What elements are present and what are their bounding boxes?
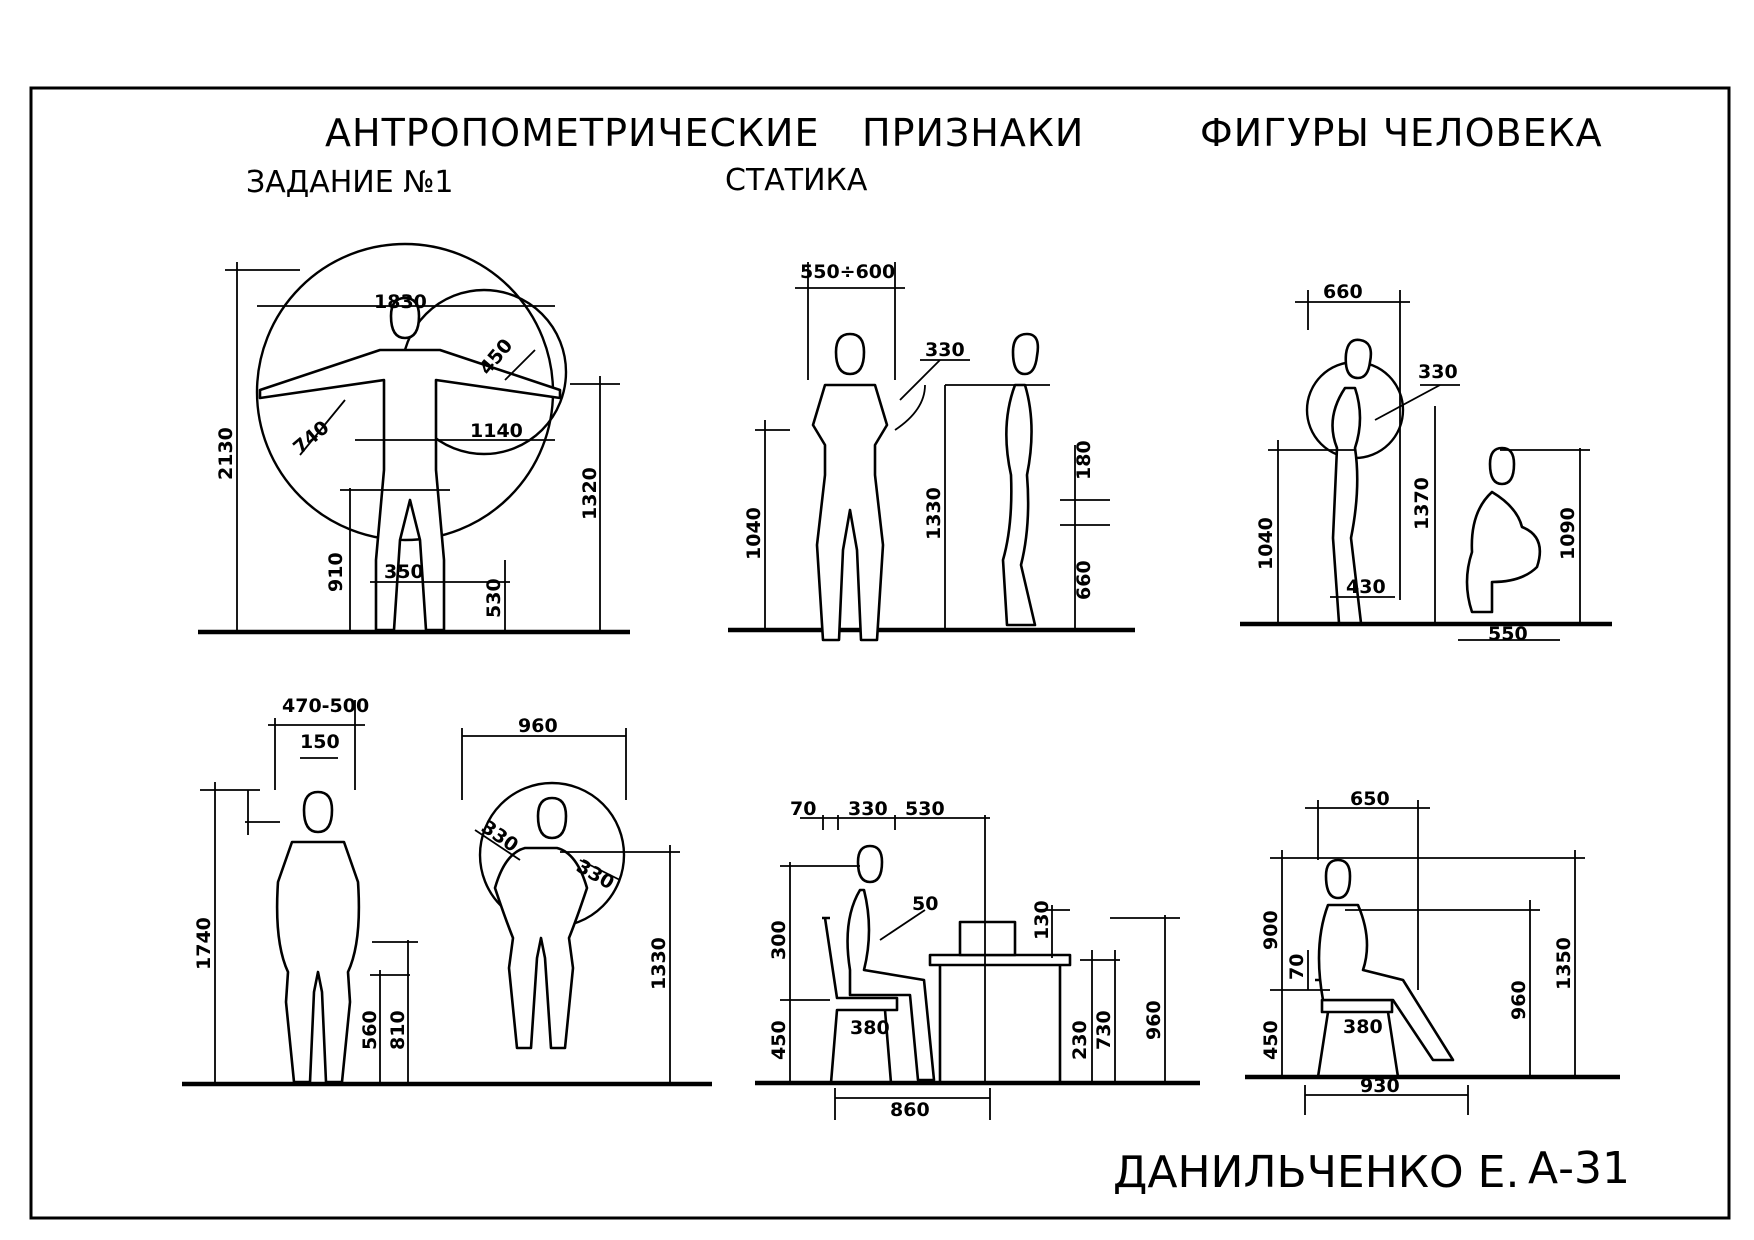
- dim-330: 330: [848, 798, 888, 820]
- dim-530: 530: [483, 578, 505, 618]
- dim-1370: 1370: [1411, 477, 1433, 530]
- author-name: ДАНИЛЬЧЕНКО Е.: [1113, 1147, 1519, 1198]
- dim-1740: 1740: [193, 917, 215, 970]
- monitor: [958, 920, 1017, 957]
- dim-330: 330: [1418, 361, 1458, 383]
- dim-1350: 1350: [1553, 937, 1575, 990]
- dim-450: 450: [1260, 1020, 1282, 1060]
- dim-650: 650: [1350, 788, 1390, 810]
- title-part-2: ПРИЗНАКИ: [862, 111, 1084, 155]
- dim-230: 230: [1069, 1020, 1091, 1060]
- dim-1090: 1090: [1557, 507, 1579, 560]
- side-standing-figure: [1331, 338, 1373, 625]
- dim-1040: 1040: [743, 507, 765, 560]
- title-part-3: ФИГУРЫ ЧЕЛОВЕКА: [1200, 111, 1603, 155]
- dim-380: 380: [1343, 1016, 1383, 1038]
- author-block: ДАНИЛЬЧЕНКО Е. А-31: [1113, 1143, 1630, 1198]
- stool: [1315, 978, 1400, 1078]
- dim-2130: 2130: [215, 427, 237, 480]
- dim-350: 350: [384, 561, 424, 583]
- dim-930: 930: [1360, 1075, 1400, 1097]
- seated-figure: [846, 844, 936, 1082]
- panel-standing-front-side: 550÷600 330 1040 1330 180 660: [728, 261, 1135, 642]
- dim-70: 70: [790, 798, 816, 820]
- dim-450: 450: [768, 1020, 790, 1060]
- crouching-figure: [1465, 446, 1542, 614]
- desk: [928, 953, 1072, 1083]
- dim-960: 960: [1508, 980, 1530, 1020]
- dim-50: 50: [912, 893, 938, 915]
- group-code: А-31: [1528, 1143, 1630, 1194]
- dim-960: 960: [1143, 1000, 1165, 1040]
- sheet-frame: [29, 86, 1731, 1220]
- dim-470-500: 470-500: [282, 695, 369, 717]
- title-block: АНТРОПОМЕТРИЧЕСКИЕ ПРИЗНАКИ ФИГУРЫ ЧЕЛОВ…: [246, 111, 1603, 200]
- dim-430: 430: [1346, 576, 1386, 598]
- dim-960: 960: [518, 715, 558, 737]
- dim-150: 150: [300, 731, 340, 753]
- dim-1320: 1320: [579, 467, 601, 520]
- panel-seated-relaxed: 650 900 70 960 1350 450 380 930: [1245, 788, 1620, 1115]
- front-standing-figure: [275, 790, 361, 1084]
- dim-70: 70: [1286, 954, 1308, 980]
- dim-860: 860: [890, 1099, 930, 1121]
- back-standing-figure: [493, 796, 589, 1050]
- dim-810: 810: [387, 1010, 409, 1050]
- dim-1140: 1140: [470, 420, 523, 442]
- standing-figure: [258, 296, 562, 632]
- panel-front-back: 470-500 150 1740 960 330 330 1330 560 81…: [182, 695, 712, 1087]
- dim-560: 560: [359, 1010, 381, 1050]
- dim-1330: 1330: [923, 487, 945, 540]
- dim-550: 550: [1488, 623, 1528, 645]
- panel-side-crouch: 660 330 1370 1040 1090 430 550: [1240, 281, 1612, 645]
- dim-900: 900: [1260, 910, 1282, 950]
- dim-380: 380: [850, 1017, 890, 1039]
- dim-300: 300: [768, 920, 790, 960]
- panel-arm-span: 1830 2130 450 740 1140 1320 910 350 530: [198, 242, 630, 635]
- dim-550-600: 550÷600: [800, 261, 895, 283]
- subtitle-label: СТАТИКА: [725, 163, 868, 198]
- dim-910: 910: [325, 552, 347, 592]
- task-label: ЗАДАНИЕ №1: [246, 165, 454, 200]
- dim-1830: 1830: [374, 291, 427, 313]
- title-part-1: АНТРОПОМЕТРИЧЕСКИЕ: [325, 111, 819, 155]
- chair: [822, 916, 899, 1084]
- dim-730: 730: [1093, 1010, 1115, 1050]
- front-figure: [811, 332, 889, 642]
- dim-530: 530: [905, 798, 945, 820]
- dim-130: 130: [1031, 900, 1053, 940]
- dim-660: 660: [1073, 560, 1095, 600]
- panel-seated-desk: 70 330 530 300 50 130 450 380 230 730 96…: [755, 798, 1200, 1121]
- dim-330: 330: [925, 339, 965, 361]
- dim-1330: 1330: [648, 937, 670, 990]
- side-figure: [1001, 332, 1040, 627]
- dim-660: 660: [1323, 281, 1363, 303]
- dim-1040: 1040: [1255, 517, 1277, 570]
- dim-180: 180: [1073, 440, 1095, 480]
